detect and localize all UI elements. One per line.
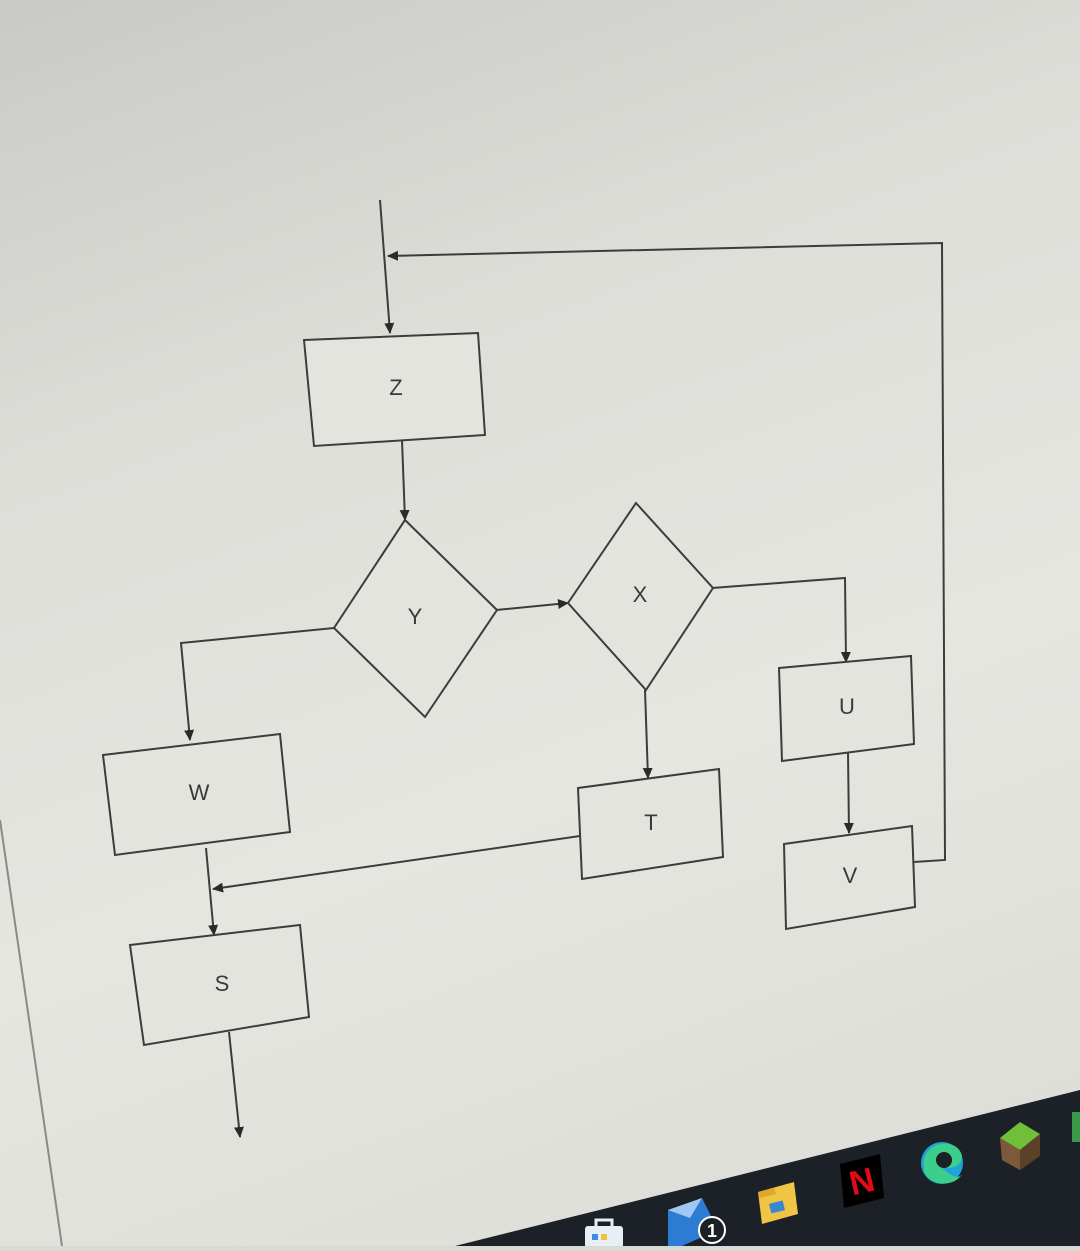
node-label-y: Y bbox=[408, 604, 423, 629]
taskbar-background bbox=[455, 1090, 1080, 1246]
z-to-y-arrow bbox=[399, 439, 410, 521]
w-to-s-arrow bbox=[205, 847, 219, 936]
x-to-u-arrow bbox=[711, 576, 851, 663]
store-icon[interactable] bbox=[585, 1218, 623, 1248]
mail-badge bbox=[698, 1216, 726, 1244]
u-to-v-arrow bbox=[843, 751, 854, 834]
mail-icon[interactable]: 1 bbox=[668, 1198, 726, 1246]
netflix-icon[interactable]: N bbox=[840, 1154, 884, 1208]
decision-diamond-y bbox=[332, 518, 499, 719]
entry-arrow bbox=[379, 199, 395, 334]
node-label-t: T bbox=[644, 810, 657, 835]
process-box-u bbox=[777, 654, 916, 763]
document-left-edge bbox=[0, 819, 63, 1246]
y-to-w-arrow bbox=[179, 627, 335, 741]
node-label-z: Z bbox=[389, 375, 402, 400]
node-label-w: W bbox=[189, 780, 210, 805]
process-box-w bbox=[101, 732, 292, 857]
node-label-s: S bbox=[215, 971, 230, 996]
process-box-t bbox=[576, 767, 725, 881]
minecraft-icon[interactable] bbox=[1000, 1122, 1040, 1170]
file-explorer-icon[interactable] bbox=[758, 1182, 798, 1224]
decision-diamond-x bbox=[566, 501, 715, 692]
exit-arrow bbox=[228, 1031, 244, 1138]
mail-badge-count: 1 bbox=[707, 1221, 717, 1241]
next-taskbar-icon[interactable] bbox=[1072, 1112, 1080, 1142]
t-to-s-arrow bbox=[212, 835, 581, 893]
process-box-v bbox=[782, 824, 917, 931]
node-label-u: U bbox=[839, 694, 855, 719]
edge-icon[interactable] bbox=[921, 1142, 963, 1184]
x-to-t-arrow bbox=[642, 689, 653, 779]
node-label-v: V bbox=[843, 863, 858, 888]
process-box-s bbox=[128, 923, 311, 1047]
y-to-x-arrow bbox=[495, 598, 569, 611]
process-box-z bbox=[302, 331, 487, 448]
node-label-x: X bbox=[633, 582, 648, 607]
loop-back-arrow bbox=[387, 241, 947, 863]
